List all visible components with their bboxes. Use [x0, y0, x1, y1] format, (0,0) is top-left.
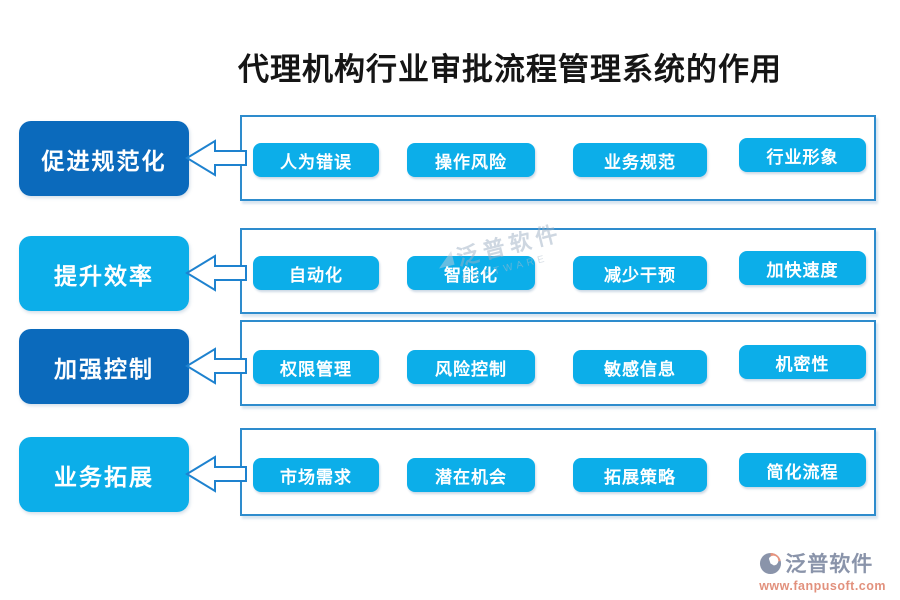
row-label-box: 促进规范化	[19, 121, 189, 196]
item-label: 操作风险	[435, 152, 507, 172]
brand-url: www.fanpusoft.com	[759, 579, 886, 593]
item-box: 业务规范	[573, 143, 707, 177]
item-label: 敏感信息	[604, 359, 676, 379]
item-label: 权限管理	[280, 359, 352, 379]
flow-arrow-icon	[185, 455, 247, 493]
row-label: 业务拓展	[54, 463, 154, 490]
item-box: 简化流程	[739, 453, 866, 487]
item-label: 潜在机会	[435, 467, 507, 487]
row-label: 促进规范化	[41, 147, 167, 174]
row-label-box: 业务拓展	[19, 437, 189, 512]
item-box: 潜在机会	[407, 458, 535, 492]
item-box: 操作风险	[407, 143, 535, 177]
item-box: 减少干预	[573, 256, 707, 290]
item-box: 市场需求	[253, 458, 379, 492]
item-label: 业务规范	[604, 152, 676, 172]
brand-block: 泛普软件 www.fanpusoft.com	[759, 548, 886, 593]
item-label: 加快速度	[766, 260, 839, 280]
row-label: 提升效率	[54, 262, 154, 289]
row-label-box: 提升效率	[19, 236, 189, 311]
item-box: 加快速度	[739, 251, 866, 285]
item-label: 简化流程	[766, 462, 839, 482]
item-box: 拓展策略	[573, 458, 707, 492]
item-label: 市场需求	[280, 467, 352, 487]
item-label: 自动化	[289, 265, 343, 285]
item-label: 智能化	[444, 265, 498, 285]
item-box: 人为错误	[253, 143, 379, 177]
flow-arrow-icon	[185, 139, 247, 177]
item-label: 风险控制	[435, 359, 507, 379]
row-label: 加强控制	[54, 355, 154, 382]
flow-arrow-icon	[185, 254, 247, 292]
brand-name: 泛普软件	[785, 552, 874, 576]
item-box: 行业形象	[739, 138, 866, 172]
item-box: 风险控制	[407, 350, 535, 384]
item-box: 权限管理	[253, 350, 379, 384]
item-label: 减少干预	[604, 265, 676, 285]
page-title: 代理机构行业审批流程管理系统的作用	[238, 52, 782, 87]
flow-arrow-icon	[185, 347, 247, 385]
brand-logo-icon	[760, 552, 782, 574]
row-label-box: 加强控制	[19, 329, 189, 404]
item-box: 自动化	[253, 256, 379, 290]
item-box: 智能化	[407, 256, 535, 290]
item-label: 拓展策略	[604, 467, 676, 487]
item-label: 人为错误	[280, 152, 352, 172]
item-label: 行业形象	[766, 147, 839, 167]
item-box: 机密性	[739, 345, 866, 379]
item-label: 机密性	[775, 354, 830, 374]
item-box: 敏感信息	[573, 350, 707, 384]
